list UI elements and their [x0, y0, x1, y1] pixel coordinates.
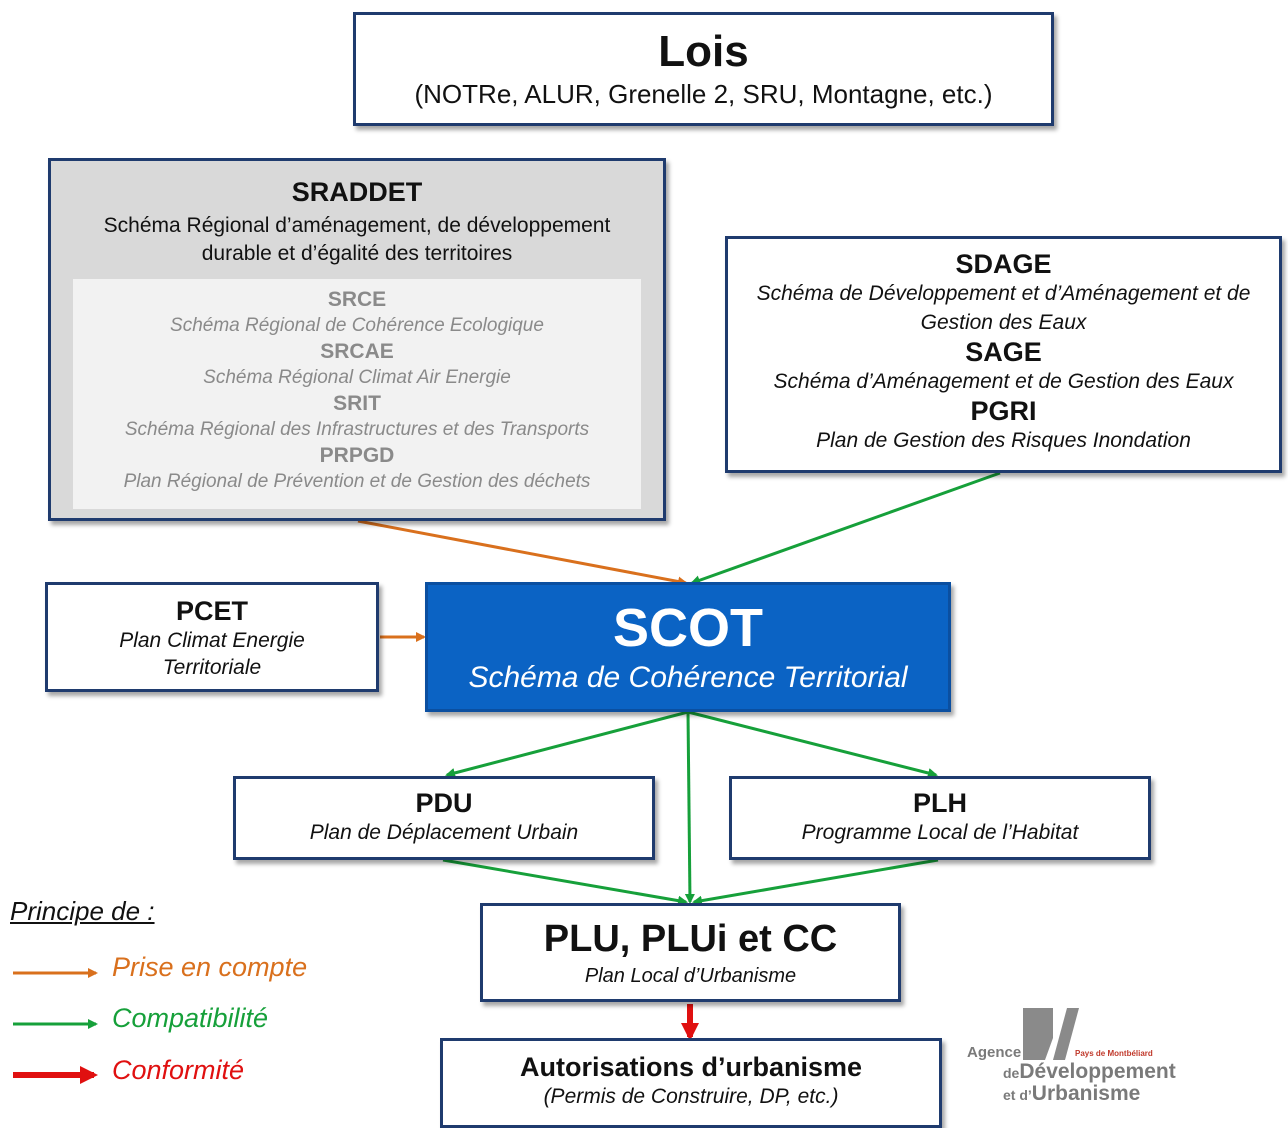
- autorisations-title: Autorisations d’urbanisme: [519, 1052, 863, 1082]
- sdage-subtitle: Schéma de Développement et d’Aménagement…: [756, 282, 1251, 334]
- scot-title: SCOT: [612, 598, 763, 658]
- pdu-title: PDU: [415, 788, 473, 818]
- srce-subtitle: Schéma Régional de Cohérence Ecologique: [170, 315, 544, 336]
- prpgd-title: PRPGD: [319, 444, 395, 467]
- srit-subtitle: Schéma Régional des Infrastructures et d…: [124, 419, 590, 440]
- lois-box: Lois (NOTRe, ALUR, Grenelle 2, SRU, Mont…: [353, 12, 1054, 126]
- legend-title: Principe de :: [10, 896, 155, 926]
- arrow-scot-plu: [684, 711, 695, 904]
- pcet-subtitle: Plan Climat Energie Territoriale: [119, 629, 305, 679]
- pcet-box: PCET Plan Climat Energie Territoriale: [45, 582, 379, 692]
- sdage-box: SDAGE Schéma de Développement et d’Aména…: [725, 236, 1282, 473]
- agence-logo: Agence Pays de Montbéliard deDéveloppeme…: [965, 1008, 1195, 1108]
- logo-agence: Agence: [967, 1044, 1022, 1061]
- sage-subtitle: Schéma d’Aménagement et de Gestion des E…: [773, 370, 1234, 393]
- scot-box: SCOT Schéma de Cohérence Territorial: [425, 582, 951, 712]
- srce-title: SRCE: [327, 288, 387, 311]
- plu-title: PLU, PLUi et CC: [543, 918, 838, 960]
- legend-compatibilite: Compatibilité: [112, 1003, 269, 1033]
- sraddet-title: SRADDET: [291, 177, 423, 207]
- arrow-scot-plh: [687, 710, 938, 778]
- scot-subtitle: Schéma de Cohérence Territorial: [468, 661, 908, 694]
- sage-title: SAGE: [965, 337, 1042, 367]
- srcae-subtitle: Schéma Régional Climat Air Energie: [203, 367, 511, 388]
- sraddet-sub-schemes: SRCE Schéma Régional de Cohérence Ecolog…: [73, 279, 641, 509]
- arrow-sraddet-scot: [357, 519, 688, 587]
- lois-title: Lois: [658, 27, 749, 76]
- legend-conformite: Conformité: [112, 1055, 245, 1085]
- sdage-title: SDAGE: [955, 249, 1052, 279]
- sraddet-description: Schéma Régional d’aménagement, de dévelo…: [103, 214, 611, 265]
- srit-title: SRIT: [333, 392, 381, 415]
- pcet-title: PCET: [175, 596, 248, 626]
- plu-subtitle: Plan Local d’Urbanisme: [584, 965, 797, 987]
- arrow-sdage-scot: [690, 471, 1001, 586]
- logo-pays: Pays de Montbéliard: [1075, 1049, 1153, 1058]
- pdu-subtitle: Plan de Déplacement Urbain: [309, 821, 579, 844]
- arrow-plh-plu: [692, 858, 939, 906]
- logo-a-mark-icon: [1023, 1008, 1079, 1060]
- logo-urbanisme: et d’Urbanisme: [1003, 1082, 1141, 1105]
- pgri-title: PGRI: [970, 396, 1037, 426]
- legend-prise-en-compte: Prise en compte: [112, 952, 308, 982]
- plh-box: PLH Programme Local de l’Habitat: [729, 776, 1151, 860]
- pdu-box: PDU Plan de Déplacement Urbain: [233, 776, 655, 860]
- autorisations-box: Autorisations d’urbanisme (Permis de Con…: [440, 1038, 942, 1128]
- prpgd-subtitle: Plan Régional de Prévention et de Gestio…: [123, 471, 591, 492]
- arrow-pdu-plu: [442, 858, 688, 906]
- srcae-title: SRCAE: [320, 340, 394, 363]
- logo-developpement: deDéveloppement: [1003, 1060, 1176, 1083]
- autorisations-subtitle: (Permis de Construire, DP, etc.): [543, 1085, 839, 1108]
- pgri-subtitle: Plan de Gestion des Risques Inondation: [816, 429, 1191, 452]
- lois-subtitle: (NOTRe, ALUR, Grenelle 2, SRU, Montagne,…: [414, 79, 993, 109]
- plh-title: PLH: [913, 788, 967, 818]
- plu-box: PLU, PLUi et CC Plan Local d’Urbanisme: [480, 903, 901, 1002]
- sraddet-box: SRADDET Schéma Régional d’aménagement, d…: [48, 158, 666, 521]
- arrow-scot-pdu: [445, 710, 689, 778]
- plh-subtitle: Programme Local de l’Habitat: [801, 821, 1079, 844]
